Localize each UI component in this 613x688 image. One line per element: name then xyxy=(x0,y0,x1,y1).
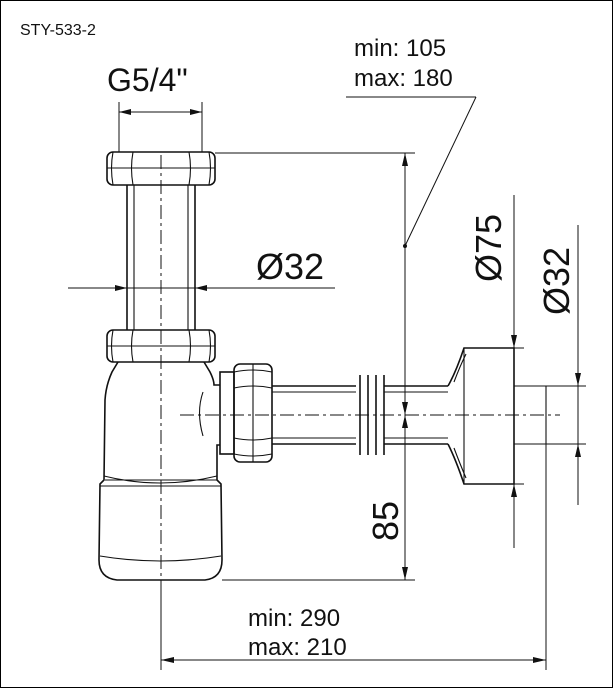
length-min-label: min: 105 xyxy=(354,35,446,62)
outlet-diameter-dimension xyxy=(546,225,586,505)
depth-min-label: min: 290 xyxy=(248,605,340,632)
outlet-diameter-label: Ø32 xyxy=(536,247,577,315)
depth-max-label: max: 210 xyxy=(248,634,347,661)
depth-dimension xyxy=(160,444,547,670)
side-nut xyxy=(219,363,273,463)
drawing-code: STY-533-2 xyxy=(20,22,96,39)
pipe-diameter-dimension xyxy=(68,285,335,291)
siphon-body xyxy=(98,361,223,581)
height-dimension xyxy=(215,96,477,581)
rosette-diameter-label: Ø75 xyxy=(468,214,509,282)
vertical-pipe xyxy=(126,185,196,330)
rosette-diameter-dimension xyxy=(511,195,524,548)
wall-rosette xyxy=(447,347,547,485)
pipe-diameter-label: Ø32 xyxy=(256,246,324,287)
thread-dimension xyxy=(118,102,203,152)
outlet-height-label: 85 xyxy=(365,501,406,541)
thread-label: G5/4" xyxy=(107,62,188,98)
length-max-label: max: 180 xyxy=(354,65,453,92)
horizontal-pipe xyxy=(272,375,448,455)
